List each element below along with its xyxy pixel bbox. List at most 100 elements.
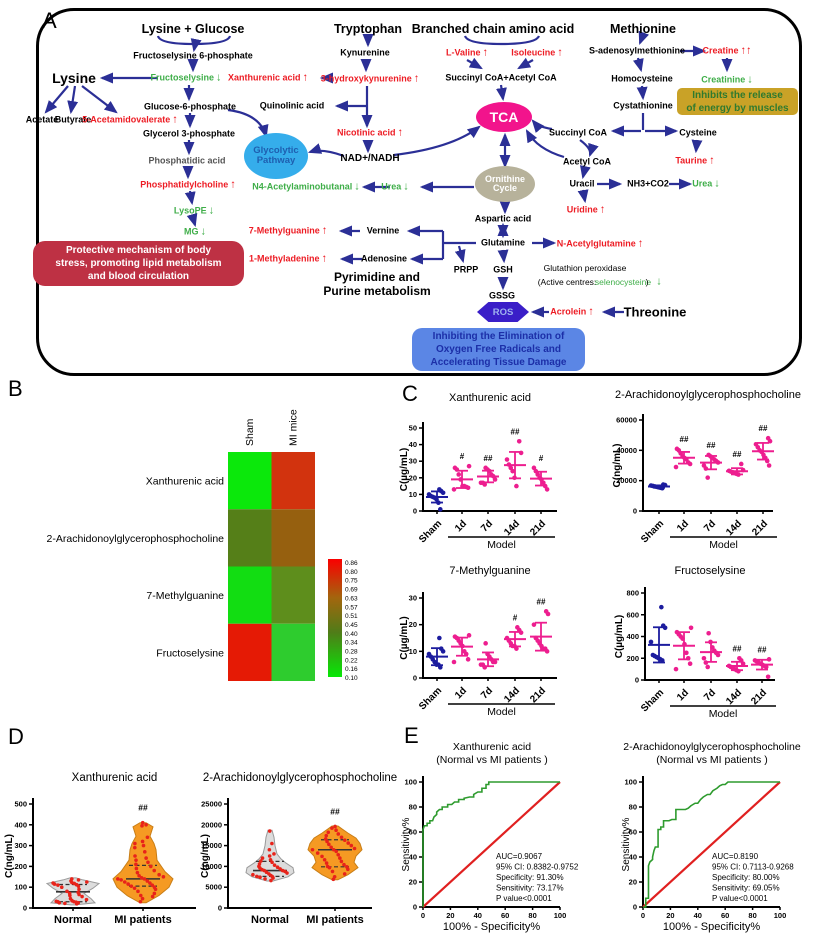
pathway-node: N-Acetylglutamine↑ xyxy=(556,237,644,250)
colorbar-tick-label: 0.22 xyxy=(345,657,358,664)
y-tick-label: 60 xyxy=(629,828,637,837)
pathway-header: Methionine xyxy=(610,21,676,36)
chart-title: 2-Arachidonoylglycerophosphocholine xyxy=(615,389,801,401)
x-tick-label: 60 xyxy=(721,911,729,920)
panel-label-e: E xyxy=(404,723,419,748)
data-point xyxy=(674,629,680,635)
significance-label: # xyxy=(460,452,465,461)
violin-data-point xyxy=(270,841,274,846)
violin-data-point xyxy=(140,839,145,844)
data-point xyxy=(515,625,520,630)
violin-data-point xyxy=(260,856,265,860)
y-tick-label: 20 xyxy=(409,620,417,629)
ros-hexagon: ROS xyxy=(477,302,529,322)
data-point xyxy=(452,465,458,471)
y-tick-label: 0 xyxy=(633,903,637,912)
violin-data-point xyxy=(142,850,147,854)
violin-data-point xyxy=(346,841,351,845)
x-tick-label: 7d xyxy=(479,685,495,701)
violin-data-point xyxy=(134,862,138,867)
violin-data-point xyxy=(116,877,120,881)
y-tick-label: 10 xyxy=(409,647,417,656)
violin-data-point xyxy=(129,884,134,888)
violin-data-point xyxy=(84,897,89,902)
x-tick-label: 1d xyxy=(675,687,691,703)
pathway-header: Branched chain amino acid xyxy=(411,21,575,36)
pathway-node: Fructoselysine 6-phosphate xyxy=(133,50,253,61)
y-axis-label: C(µg/mL) xyxy=(399,448,410,492)
violin-data-point xyxy=(145,835,150,840)
significance-label: # xyxy=(539,454,544,463)
colorbar-tick-label: 0.63 xyxy=(345,595,358,602)
group-label: Model xyxy=(709,539,738,551)
data-point xyxy=(462,649,467,654)
violin-data-point xyxy=(324,833,329,838)
panel-label-c: C xyxy=(402,381,418,406)
violin-data-point xyxy=(269,878,273,883)
x-tick-label: 21d xyxy=(749,687,769,707)
heatmap-cell xyxy=(271,509,315,567)
heatmap-cell xyxy=(228,623,272,681)
y-tick-label: 30 xyxy=(409,594,417,603)
x-category-label: MI patients xyxy=(114,914,171,926)
x-tick-label: 100 xyxy=(554,911,567,920)
violin-data-point xyxy=(136,889,140,894)
violin-data-point xyxy=(134,858,138,862)
colorbar-tick-label: 0.57 xyxy=(345,604,358,611)
pathway-node: Adenosine xyxy=(360,253,408,264)
data-point xyxy=(659,604,664,610)
y-tick-label: 30 xyxy=(409,457,417,466)
x-tick-label: 80 xyxy=(748,911,756,920)
y-tick-label: 60 xyxy=(409,828,417,837)
violin-data-point xyxy=(267,829,272,833)
violin-data-point xyxy=(152,891,157,896)
significance-label: ## xyxy=(330,806,340,816)
pathway-node: Taurine↑ xyxy=(675,154,715,167)
trend-up-icon: ↑ xyxy=(230,178,236,191)
violin-data-point xyxy=(139,876,144,880)
violin-data-point xyxy=(255,874,259,879)
roc-stats-line: AUC=0.9067 xyxy=(496,852,543,861)
pathway-node: (Active centres: xyxy=(537,276,597,287)
trend-up-icon: ↑ xyxy=(397,126,404,139)
y-tick-label: 0 xyxy=(635,676,639,685)
data-point xyxy=(706,630,711,636)
violin-data-point xyxy=(65,889,69,894)
violin-data-point xyxy=(342,862,346,867)
chart-title: Xanthurenic acid xyxy=(72,772,158,784)
pathway-node: GSH xyxy=(493,264,513,275)
y-tick-label: 25000 xyxy=(201,800,222,809)
x-tick-label: Sham xyxy=(639,687,666,714)
data-point xyxy=(766,463,772,468)
pathway-header: Tryptophan xyxy=(333,21,403,36)
x-tick-label: 40 xyxy=(474,911,482,920)
chart-title: 2-Arachidonoylglycerophosphocholine xyxy=(623,741,801,753)
data-point xyxy=(738,461,744,467)
data-point xyxy=(688,625,694,631)
pathway-node: Quinolinic acid xyxy=(259,100,325,111)
pathway-node: Succinyl CoA xyxy=(548,127,608,138)
pathway-node: selenocysteine xyxy=(594,276,652,287)
roc-reference-line xyxy=(422,781,561,908)
pathway-panel-border xyxy=(36,8,802,376)
data-point xyxy=(451,659,457,665)
heatmap-cell xyxy=(228,566,272,624)
heatmap-cell xyxy=(271,623,315,681)
violin-data-point xyxy=(76,878,81,882)
violin-data-point xyxy=(146,860,150,865)
violin-data-point xyxy=(138,899,143,904)
pathway-node: ) xyxy=(645,276,649,287)
data-point xyxy=(426,492,432,497)
pathway-node: Acetyl CoA xyxy=(562,156,612,167)
pathway-node: Phosphatidic acid xyxy=(148,155,226,166)
violin-data-point xyxy=(122,880,127,884)
data-point xyxy=(483,641,488,646)
y-tick-label: 10000 xyxy=(201,862,222,871)
violin-data-point xyxy=(275,865,280,870)
violin-data-point xyxy=(349,843,354,848)
violin-data-point xyxy=(133,841,137,846)
violin-data-point xyxy=(144,856,148,860)
y-axis-label: C(µg/mL) xyxy=(614,615,625,659)
violin-data-point xyxy=(338,856,342,860)
significance-label: # xyxy=(513,613,518,622)
